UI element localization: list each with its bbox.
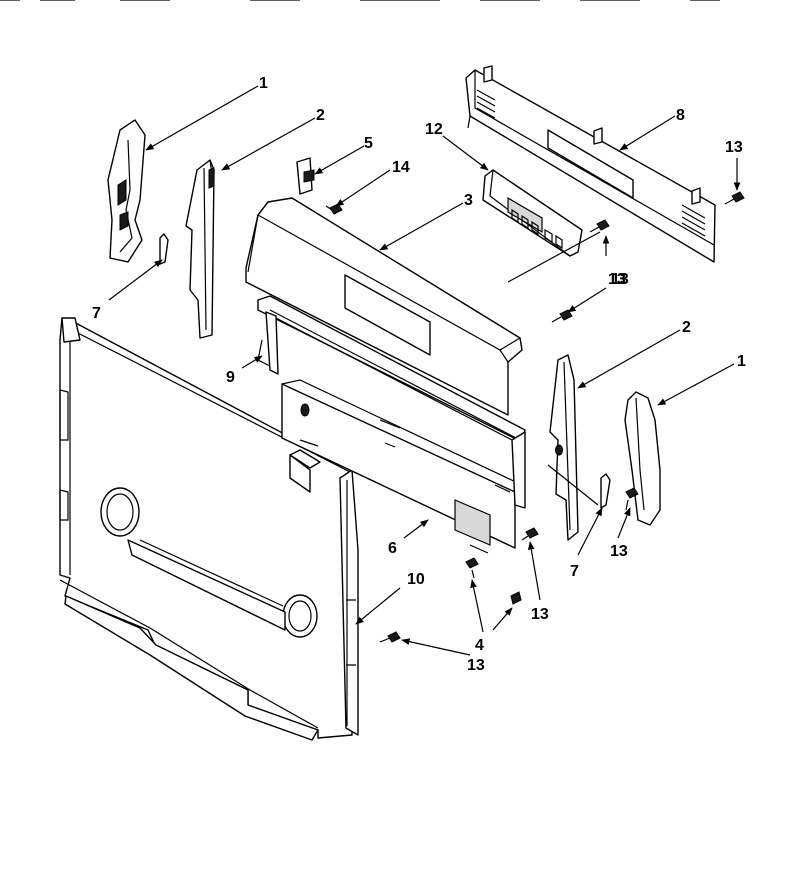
callout-1-right: 1: [737, 353, 746, 370]
left-end-cap-part-1: [107, 119, 146, 263]
small-bracket-part-5: [296, 157, 315, 195]
callout-7-right: 7: [570, 563, 579, 580]
callout-13-front-panel: 13: [467, 657, 485, 674]
callout-13-board: 13: [611, 271, 629, 288]
callout-12: 12: [425, 121, 443, 138]
screw-part-13-lower-right: [521, 527, 539, 541]
screw-part-14: [325, 203, 343, 215]
control-panel-housing-part-3: [245, 197, 523, 416]
callout-14: 14: [392, 159, 410, 176]
callout-6: 6: [388, 540, 397, 557]
callout-9: 9: [226, 369, 235, 386]
callout-13-housing: 13: [608, 271, 626, 288]
callout-4: 4: [475, 637, 484, 654]
mounting-channel-part-9: [257, 295, 526, 509]
callout-1-left: 1: [259, 75, 268, 92]
callout-13-top-right: 13: [725, 139, 743, 156]
callout-3: 3: [464, 192, 473, 209]
left-clip-part-7: [159, 233, 169, 265]
callout-labels: 1 2 5 14 12 8 13 3 13 7 13 2 1 9 6 7 13 …: [92, 75, 746, 674]
screw-part-4-b: [510, 591, 522, 605]
screw-part-13-right-cap: [625, 487, 639, 511]
leader-lines: [108, 85, 741, 656]
screw-part-4-a: [465, 557, 479, 579]
screw-part-13-front-panel: [379, 631, 401, 643]
right-side-bracket-part-2: [549, 354, 579, 541]
front-panel-part-10: [59, 317, 359, 741]
callout-2-left: 2: [316, 107, 325, 124]
right-clip-part-7: [600, 473, 611, 509]
control-board-part-12: [482, 169, 583, 257]
callout-2-right: 2: [682, 319, 691, 336]
screw-part-13-housing: [551, 309, 573, 323]
right-end-cap-part-1: [624, 391, 661, 526]
lower-panel-part-6: [281, 379, 521, 554]
callout-7-left: 7: [92, 305, 101, 322]
rear-bracket-part-8: [465, 65, 716, 263]
callout-10: 10: [407, 571, 425, 588]
screw-part-13-board: [589, 219, 610, 233]
left-side-bracket-part-2: [185, 159, 215, 339]
screw-part-13-bracket: [724, 191, 745, 205]
callout-8: 8: [676, 107, 685, 124]
callout-5: 5: [364, 135, 373, 152]
screws: [325, 191, 745, 643]
callout-13-right-cap: 13: [610, 543, 628, 560]
callout-13-lower-right: 13: [531, 606, 549, 623]
